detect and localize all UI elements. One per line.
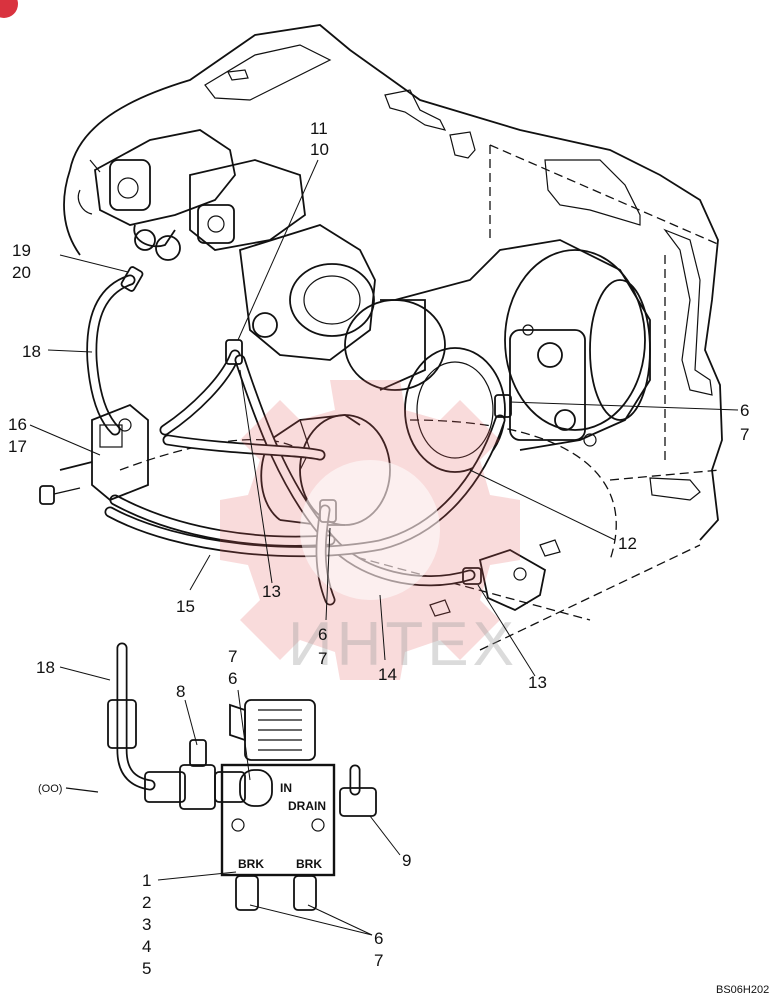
corner-badge — [0, 0, 18, 18]
callout-13-right: 13 — [528, 673, 547, 692]
callout-8: 8 — [176, 682, 185, 701]
callout-6-mid: 6 — [318, 625, 327, 644]
callout-19: 19 — [12, 241, 31, 260]
callout-6-bottom: 6 — [374, 929, 383, 948]
port-brk-right-label: BRK — [296, 857, 322, 871]
callout-9: 9 — [402, 851, 411, 870]
watermark-text: ИНТЕХ — [288, 610, 518, 679]
port-in-label: IN — [280, 781, 292, 795]
callout-18-top: 18 — [22, 342, 41, 361]
valve-block-upper — [39, 266, 561, 617]
callout-7-right: 7 — [740, 425, 749, 444]
callout-17: 17 — [8, 437, 27, 456]
callout-10: 10 — [310, 140, 329, 159]
watermark-logo: ИНТЕХ — [220, 380, 520, 680]
callout-7-bottom: 7 — [374, 951, 383, 970]
callout-16: 16 — [8, 415, 27, 434]
callout-1: 1 — [142, 871, 151, 890]
callout-6-detail: 6 — [228, 669, 237, 688]
callout-7-detail: 7 — [228, 647, 237, 666]
callout-20: 20 — [12, 263, 31, 282]
callouts: 11 10 19 20 18 16 17 6 7 12 15 13 6 7 14… — [8, 119, 749, 978]
port-drain-label: DRAIN — [288, 799, 326, 813]
callout-18-bottom: 18 — [36, 658, 55, 677]
detail-view: (OO) IN DRAIN BRK BRK — [38, 642, 401, 936]
callout-2: 2 — [142, 893, 151, 912]
cap-label: (OO) — [38, 783, 62, 795]
travel-motor — [344, 239, 651, 473]
callout-13-left: 13 — [262, 582, 281, 601]
callout-12: 12 — [618, 534, 637, 553]
pump-assembly — [77, 129, 376, 361]
callout-6-right: 6 — [740, 401, 749, 420]
callout-3: 3 — [142, 915, 151, 934]
port-brk-left-label: BRK — [238, 857, 264, 871]
callout-15: 15 — [176, 597, 195, 616]
reference-code: BS06H202 — [716, 984, 769, 996]
callout-11: 11 — [310, 119, 328, 138]
leader-lines-upper — [29, 159, 739, 677]
callout-5: 5 — [142, 959, 151, 978]
callout-14: 14 — [378, 665, 397, 684]
callout-7-mid: 7 — [318, 649, 327, 668]
callout-4: 4 — [142, 937, 151, 956]
